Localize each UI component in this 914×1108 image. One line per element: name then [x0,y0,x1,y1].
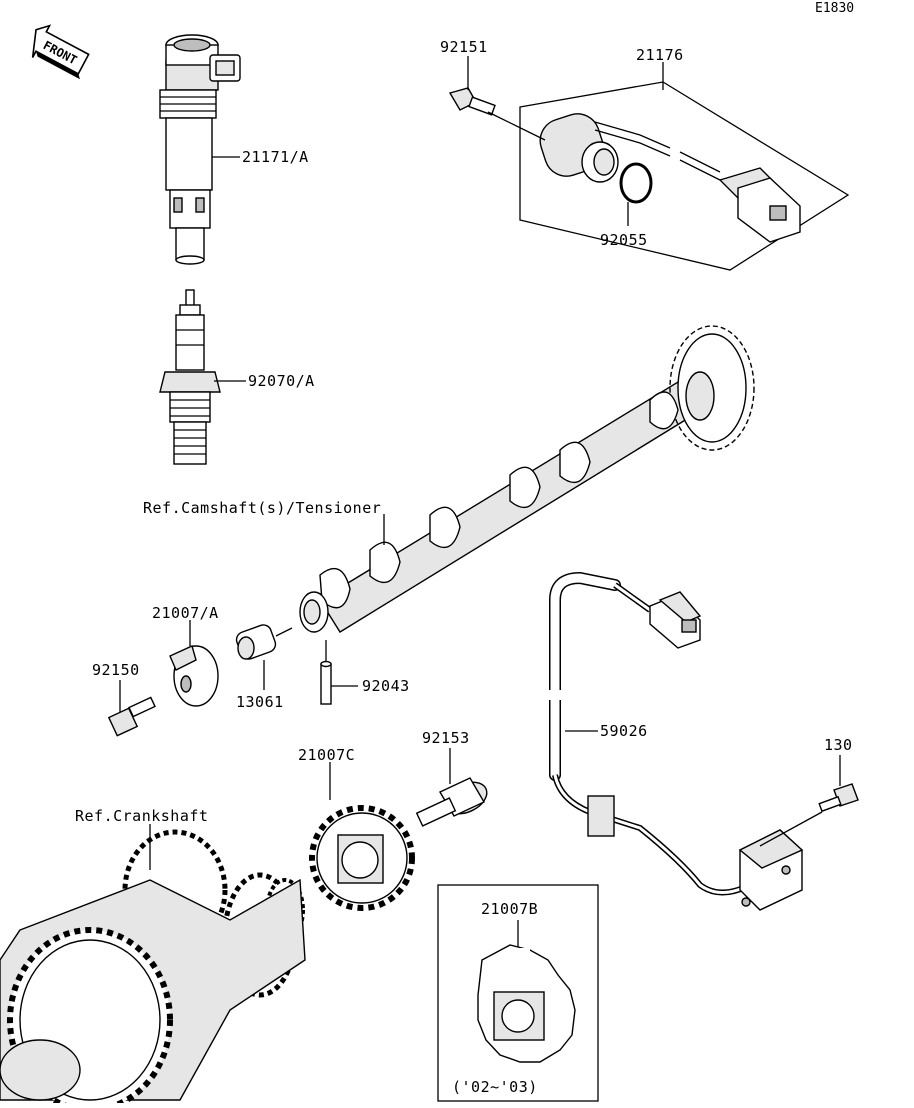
callout-bolt-92153[interactable]: 92153 [422,729,470,747]
callout-bolt-92150[interactable]: 92150 [92,661,140,679]
spark-plug[interactable] [159,289,221,465]
lead-wire[interactable] [546,571,752,896]
o-ring[interactable] [619,162,653,204]
ref-crankshaft[interactable]: Ref.Crankshaft [75,807,208,825]
callout-ignition-coil[interactable]: 21171/A [242,148,309,166]
callout-o-ring[interactable]: 92055 [600,231,648,249]
cam-position-sensor[interactable] [535,108,801,243]
callout-dowel-pin[interactable]: 92043 [362,677,410,695]
timing-rotor-b[interactable] [477,944,576,1063]
bolt-130[interactable] [818,783,859,813]
dowel-pin[interactable] [320,660,332,705]
callout-cam-sensor[interactable]: 21176 [636,46,684,64]
pickup-coil-sensor[interactable] [738,829,804,911]
callout-sensor-bolt[interactable]: 92151 [440,38,488,56]
timing-rotor-a[interactable] [169,645,219,707]
diagram-code: E1830 [815,1,854,16]
ignition-coil[interactable] [159,34,241,265]
crankshaft [0,829,306,1108]
callout-rotor-c[interactable]: 21007C [298,746,355,764]
camshaft [299,325,755,633]
callout-bolt-130[interactable]: 130 [824,736,853,754]
sleeve[interactable] [234,623,293,662]
timing-rotor-c[interactable] [309,805,415,911]
bolt-92153[interactable] [415,776,492,827]
callout-spark-plug[interactable]: 92070/A [248,372,315,390]
sensor-bolt[interactable] [448,87,496,116]
front-arrow-icon: FRONT [31,24,90,80]
rotor-b-years-note: ('02~'03) [452,1078,538,1096]
callout-rotor-a[interactable]: 21007/A [152,604,219,622]
rotor-b-inset-frame [437,884,599,1102]
ref-camshaft[interactable]: Ref.Camshaft(s)/Tensioner [143,499,381,517]
bolt-92150[interactable] [107,696,156,737]
callout-rotor-b[interactable]: 21007B [481,900,538,918]
callout-sleeve[interactable]: 13061 [236,693,284,711]
callout-lead-wire[interactable]: 59026 [600,722,648,740]
